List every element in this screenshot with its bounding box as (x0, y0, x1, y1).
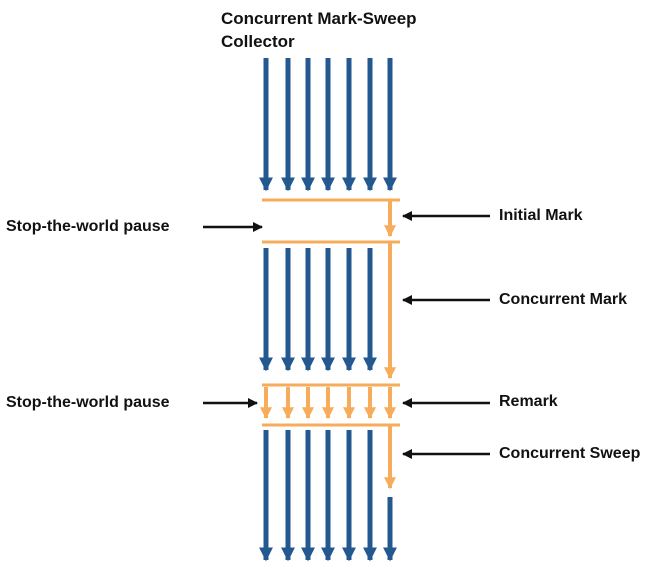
label-stop-the-world-pause-2: Stop-the-world pause (6, 394, 170, 411)
label-concurrent-mark: Concurrent Mark (499, 291, 628, 308)
label-stop-the-world-pause-1: Stop-the-world pause (6, 218, 170, 235)
label-concurrent-sweep: Concurrent Sweep (499, 445, 641, 462)
app-threads-phase-1 (259, 58, 397, 192)
app-threads-phase-2 (259, 248, 377, 372)
diagram-title: Concurrent Mark-Sweep Collector (221, 9, 417, 51)
label-initial-mark: Initial Mark (499, 207, 583, 224)
gc-remark-threads (260, 387, 396, 420)
gc-phase-boundaries (262, 198, 400, 427)
app-threads-phase-3 (259, 430, 397, 562)
label-remark: Remark (499, 393, 558, 410)
pointer-arrows (203, 211, 490, 459)
